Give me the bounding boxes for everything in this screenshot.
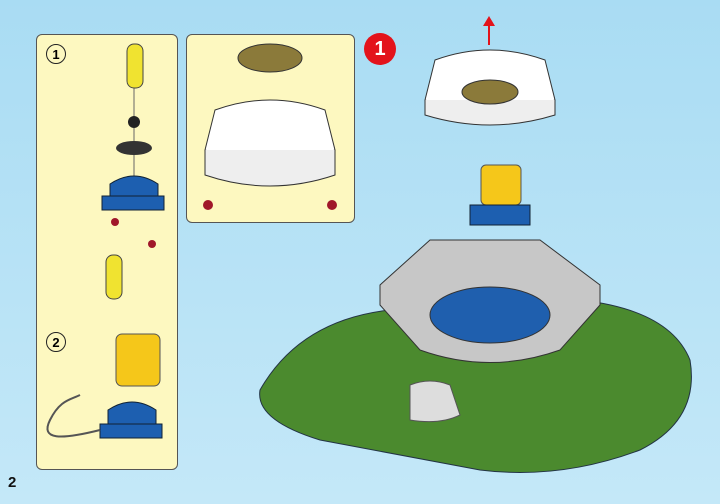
main-step-badge: 1 [364,33,396,65]
substep-panel-left [36,34,178,470]
lamp-part-illustration [101,43,165,300]
substep-2-badge: 2 [46,332,66,352]
fountain-top-illustration [203,43,337,210]
page-number: 2 [8,474,17,491]
fountain-main-illustration [259,16,692,473]
cup-part-illustration [46,333,163,439]
substep-1-badge: 1 [46,44,66,64]
